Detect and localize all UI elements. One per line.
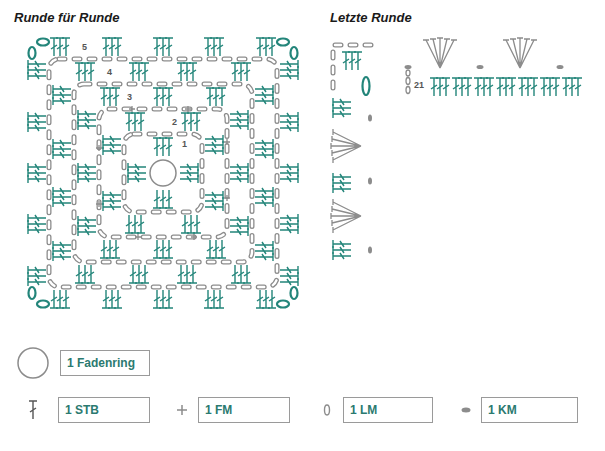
km-symbol bbox=[405, 65, 412, 69]
last-round-shells bbox=[331, 38, 537, 233]
corner-chain bbox=[363, 77, 370, 95]
chain-round bbox=[333, 45, 372, 88]
square-side bbox=[37, 38, 289, 156]
row-group bbox=[452, 78, 472, 96]
column-group bbox=[333, 240, 351, 260]
row-group bbox=[562, 78, 582, 96]
legend-label: 1 FM bbox=[198, 397, 290, 423]
last-round bbox=[333, 52, 582, 260]
legend-label: 1 Fadenring bbox=[60, 350, 150, 376]
round-number: 5 bbox=[81, 42, 88, 53]
row-group bbox=[430, 78, 450, 96]
shell-fan bbox=[503, 38, 537, 68]
square-side bbox=[28, 47, 146, 299]
legend-label: 1 KM bbox=[481, 397, 578, 423]
row-group bbox=[518, 78, 538, 96]
chart-title: Runde für Runde bbox=[14, 10, 119, 26]
lm-symbol bbox=[406, 78, 410, 85]
square-side bbox=[180, 47, 298, 299]
chain-round bbox=[333, 45, 372, 88]
shell-fan bbox=[331, 129, 361, 163]
round-number: 2 bbox=[171, 117, 178, 128]
chart-title: Letzte Runde bbox=[330, 10, 412, 26]
row-group bbox=[474, 78, 494, 96]
shell-fan bbox=[423, 38, 457, 68]
legend-ring-symbol bbox=[18, 348, 48, 378]
legend-stb-symbol bbox=[29, 401, 37, 419]
magic-ring bbox=[150, 160, 176, 186]
chain-round bbox=[74, 84, 252, 262]
column-group bbox=[333, 173, 351, 193]
chain-round bbox=[74, 84, 252, 262]
lm-stack bbox=[406, 70, 410, 94]
row-group bbox=[540, 78, 560, 96]
shell-fan bbox=[331, 199, 361, 233]
legend-label: 1 STB bbox=[58, 397, 150, 423]
column-group bbox=[333, 98, 351, 118]
km-symbol bbox=[368, 178, 372, 185]
chain-round bbox=[99, 109, 227, 237]
km-dots bbox=[368, 65, 564, 254]
km-symbol bbox=[368, 115, 372, 122]
round-number: 21 bbox=[413, 80, 425, 91]
lm-symbol bbox=[406, 87, 410, 94]
km-symbol bbox=[368, 247, 372, 254]
round-number: 1 bbox=[181, 139, 188, 150]
corner-group bbox=[342, 52, 362, 70]
legend-fm-symbol bbox=[177, 405, 187, 415]
square-side bbox=[37, 190, 289, 308]
legend-label: 1 LM bbox=[343, 397, 433, 423]
round-number: 4 bbox=[106, 67, 113, 78]
legend-km-symbol bbox=[462, 408, 471, 413]
legend-lm-symbol bbox=[325, 405, 330, 415]
round-number: 3 bbox=[126, 92, 133, 103]
km-symbol bbox=[557, 65, 564, 69]
lm-symbol bbox=[406, 70, 410, 76]
chain-round bbox=[99, 109, 227, 237]
km-symbol bbox=[477, 65, 484, 69]
row-group bbox=[496, 78, 516, 96]
